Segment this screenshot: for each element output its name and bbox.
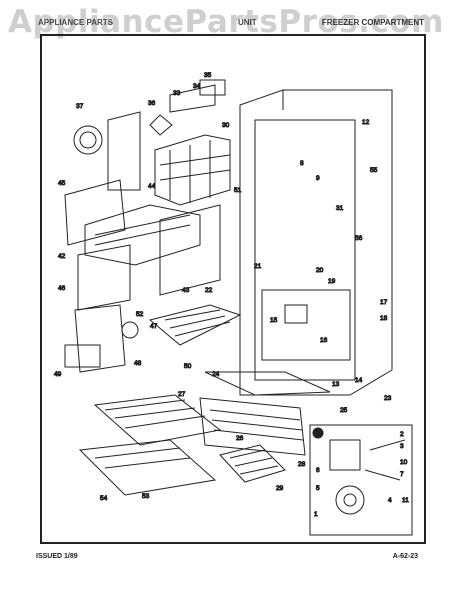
fan-shroud [73,125,103,155]
callout-label: 12 [362,119,370,126]
callout-label: 15 [270,317,278,324]
callout-label: 27 [178,391,186,398]
callout-label: 24 [212,371,220,378]
callout-label: 8 [300,160,304,167]
callout-label: 21 [254,263,262,270]
callout-label: 31 [336,205,344,212]
name-plate [64,344,101,368]
callout-label: 55 [370,167,378,174]
callout-label: 48 [134,360,142,367]
callout-label: 54 [100,495,108,502]
callout-label: 22 [205,287,213,294]
callout-label: 5 [316,485,320,492]
callout-label: 6 [316,467,320,474]
wire-shelf [148,304,242,346]
callout-label: 20 [316,267,324,274]
callout-label: 3 [400,443,404,450]
detail-marker-label: 1 [316,431,320,438]
callout-label: 42 [58,253,66,260]
access-cover [74,304,126,373]
callout-label: 14 [355,377,363,384]
callout-label: 10 [400,459,408,466]
detail-inset [309,424,413,536]
side-panel [64,179,126,246]
fan-blade [149,114,173,136]
header-title: FREEZER COMPARTMENT [321,18,424,27]
callout-label: 51 [234,187,242,194]
callout-label: 43 [182,287,190,294]
diagram-frame [40,34,426,544]
callout-label: 52 [136,311,144,318]
callout-label: 44 [148,183,156,190]
bottom-shelves [78,394,222,496]
ice-pan-assembly [77,204,221,311]
callout-label: 9 [316,175,320,182]
issue-date: ISSUED 1/89 [36,553,78,560]
callout-label: 30 [222,122,230,129]
callout-label: 17 [380,299,388,306]
kick-plate [199,397,306,456]
header-left: APPLIANCE PARTS [38,18,113,27]
callout-label: 19 [328,278,336,285]
callout-label: 2 [400,431,404,438]
callout-label: 47 [150,323,158,330]
callout-label: 53 [142,493,150,500]
header-center: UNIT [238,18,257,27]
callout-label: 45 [58,180,66,187]
callout-label: 11 [402,497,409,504]
callout-label: 33 [173,90,181,97]
callout-label: 50 [184,363,192,370]
callout-label: 34 [193,83,201,90]
callout-label: 28 [298,461,306,468]
callout-label: 37 [76,103,84,110]
callout-label: 35 [204,72,212,79]
callout-label: 29 [276,485,284,492]
grille [204,371,331,396]
callout-label: 36 [148,100,156,107]
callout-label: 13 [332,381,340,388]
drawing-code: A-62-23 [392,553,418,560]
callout-label: 7 [400,471,404,478]
callout-label: 23 [384,395,392,402]
callout-label: 25 [340,407,348,414]
cabinet [239,89,393,396]
callout-label: 26 [236,435,244,442]
callout-label: 16 [320,337,328,344]
callout-label: 49 [54,371,62,378]
callout-label: 56 [355,235,363,242]
callout-label: 46 [58,285,66,292]
callout-label: 4 [388,497,392,504]
ice-tray [219,444,286,483]
callout-label: 1 [314,511,318,518]
control-knob [121,321,139,339]
callout-label: 18 [380,315,388,322]
wire-basket [154,134,231,206]
